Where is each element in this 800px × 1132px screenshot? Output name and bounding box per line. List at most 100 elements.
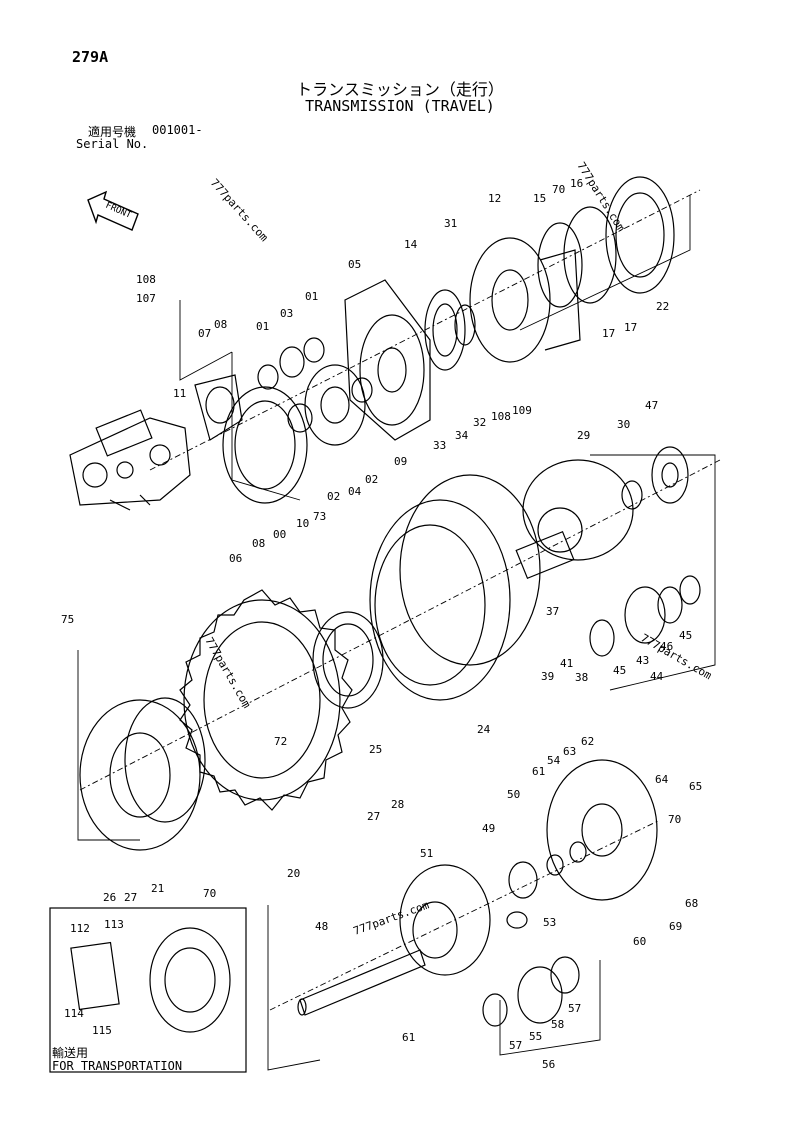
callout: 65 <box>689 780 702 793</box>
assembly-centerlines <box>79 189 721 1011</box>
callout: 56 <box>542 1058 555 1071</box>
callout: 43 <box>636 654 649 667</box>
callout: 28 <box>391 798 404 811</box>
ring-gear <box>369 474 541 701</box>
planetary-gears-third-stage <box>482 861 580 1027</box>
callout-112: 112 <box>70 922 90 935</box>
callout: 25 <box>369 743 382 756</box>
callout: 55 <box>529 1030 542 1043</box>
watermark: 777parts.com <box>352 898 431 938</box>
callout: 17 <box>602 327 615 340</box>
callout: 107 <box>136 292 156 305</box>
callout: 109 <box>512 404 532 417</box>
serial-number-value: 001001- <box>152 123 203 137</box>
motor-flange <box>194 374 308 504</box>
callout: 39 <box>541 670 554 683</box>
callout: 63 <box>563 745 576 758</box>
callout: 58 <box>551 1018 564 1031</box>
callout: 49 <box>482 822 495 835</box>
callout: 01 <box>256 320 269 333</box>
callout: 11 <box>173 387 186 400</box>
end-cover <box>546 759 658 901</box>
travel-drum <box>79 697 206 851</box>
callout: 08 <box>214 318 227 331</box>
callout: 70 <box>668 813 681 826</box>
callout: 31 <box>444 217 457 230</box>
callout: 57 <box>509 1039 522 1052</box>
title-japanese: トランスミッション（走行） <box>296 80 504 99</box>
callout: 75 <box>61 613 74 626</box>
callout: 01 <box>305 290 318 303</box>
callout: 45 <box>679 629 692 642</box>
callout: 64 <box>655 773 669 786</box>
callout: 08 <box>252 537 265 550</box>
callout: 04 <box>348 485 362 498</box>
callout: 53 <box>543 916 556 929</box>
callout: 47 <box>645 399 658 412</box>
callout: 38 <box>575 671 588 684</box>
callout: 16 <box>570 177 583 190</box>
callout: 07 <box>198 327 211 340</box>
spindle <box>469 237 581 363</box>
callout: 02 <box>327 490 340 503</box>
callout: 21 <box>151 882 164 895</box>
callout: 48 <box>315 920 328 933</box>
callout: 27 <box>367 810 380 823</box>
callout: 54 <box>547 754 561 767</box>
sun-gear-and-ring <box>621 446 689 510</box>
callout-113: 113 <box>104 918 124 931</box>
callout: 108 <box>491 410 511 423</box>
callout: 15 <box>533 192 546 205</box>
propeller-shaft <box>297 949 426 1016</box>
transport-label-japanese: 輸送用 <box>52 1046 89 1060</box>
travel-motor <box>69 409 191 511</box>
callout: 57 <box>568 1002 581 1015</box>
carrier-housing <box>344 279 431 441</box>
callout: 24 <box>477 723 491 736</box>
callout: 73 <box>313 510 326 523</box>
callout: 45 <box>613 664 626 677</box>
callout: 06 <box>229 552 242 565</box>
watermark: 777parts.com <box>202 635 253 711</box>
callout: 30 <box>617 418 630 431</box>
floating-seals-and-cover <box>537 176 675 308</box>
callout: 50 <box>507 788 520 801</box>
transport-box: 112 113 114 115 <box>49 907 247 1073</box>
callout: 29 <box>577 429 590 442</box>
group-bracket-lines <box>77 195 716 1071</box>
callout: 14 <box>404 238 418 251</box>
front-arrow-icon: FRONT <box>87 190 139 231</box>
third-stage-carrier <box>399 864 491 976</box>
callout: 44 <box>650 670 664 683</box>
title-english: TRANSMISSION (TRAVEL) <box>305 97 495 115</box>
callout: 12 <box>488 192 501 205</box>
callout: 46 <box>660 640 673 653</box>
transport-label-english: FOR TRANSPORTATION <box>52 1059 183 1073</box>
callout: 62 <box>581 735 594 748</box>
serial-label-english: Serial No. <box>76 137 149 151</box>
page-number: 279A <box>72 48 109 66</box>
callout: 32 <box>473 416 486 429</box>
callout: 20 <box>287 867 300 880</box>
callout: 60 <box>633 935 646 948</box>
callout: 41 <box>560 657 573 670</box>
front-label: FRONT <box>104 201 133 221</box>
callout: 70 <box>203 887 216 900</box>
callout: 34 <box>455 429 469 442</box>
callout: 61 <box>532 765 545 778</box>
callout: 03 <box>280 307 293 320</box>
main-bearing <box>424 289 476 371</box>
callout: 26 <box>103 891 116 904</box>
callout-114: 114 <box>64 1007 84 1020</box>
callout: 108 <box>136 273 156 286</box>
callout-numbers: 108 107 07 08 01 03 01 05 14 31 12 15 70… <box>61 177 702 1071</box>
callout: 10 <box>296 517 309 530</box>
planetary-gears-first-stage <box>257 337 373 446</box>
callout: 27 <box>124 891 137 904</box>
callout: 68 <box>685 897 698 910</box>
callout: 70 <box>552 183 565 196</box>
watermark: 777parts.com <box>574 160 627 235</box>
callout: 69 <box>669 920 682 933</box>
